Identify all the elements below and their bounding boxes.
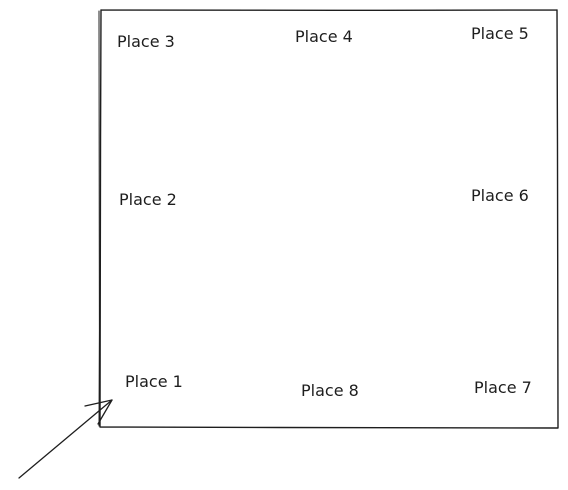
place-1-label: Place 1 (125, 372, 183, 391)
entry-arrow-shaft (18, 399, 113, 479)
place-5-label: Place 5 (471, 24, 529, 43)
place-6-label: Place 6 (471, 186, 529, 205)
place-3-label: Place 3 (117, 32, 175, 51)
place-7-label: Place 7 (474, 378, 532, 397)
place-2-label: Place 2 (119, 190, 177, 209)
room-outline (99, 9, 559, 429)
place-4-label: Place 4 (295, 27, 353, 46)
entry-arrow-head (84, 399, 113, 425)
place-8-label: Place 8 (301, 381, 359, 400)
